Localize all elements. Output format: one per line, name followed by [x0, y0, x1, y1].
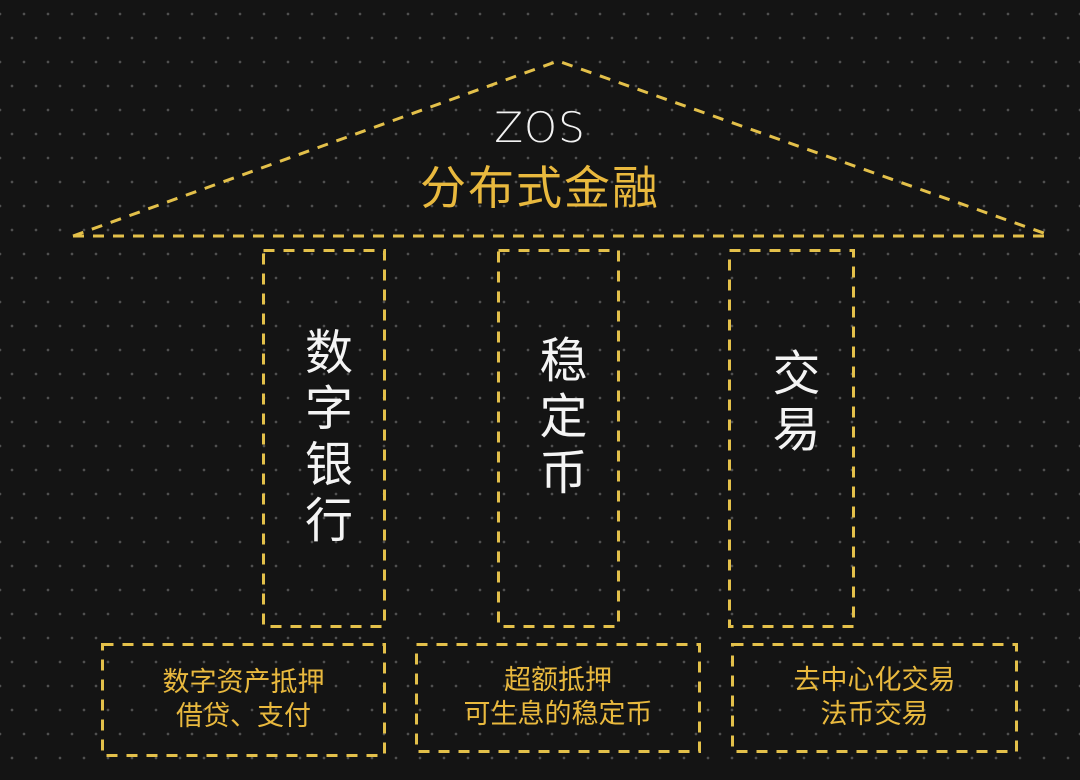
- foundation-box-exchange: 去中心化交易 法币交易: [731, 643, 1018, 753]
- pillar-stablecoin: 稳定币: [497, 249, 620, 628]
- foundation-line: 超额抵押: [504, 665, 612, 696]
- foundation-line: 法币交易: [820, 699, 929, 730]
- pillar-trading: 交易: [728, 249, 855, 628]
- roof-title: ZOS: [494, 103, 586, 152]
- foundation-line: 借贷、支付: [176, 701, 311, 732]
- foundation-box-stablecoin: 超额抵押 可生息的稳定币: [415, 643, 701, 753]
- pillar-label: 交易: [763, 347, 820, 460]
- foundation-line: 可生息的稳定币: [463, 699, 653, 730]
- foundation-box-lending: 数字资产抵押 借贷、支付: [101, 643, 386, 757]
- foundation-line: 去中心化交易: [793, 665, 956, 696]
- pillar-digital-bank: 数字银行: [262, 249, 386, 628]
- pillar-label: 稳定币: [530, 334, 587, 503]
- foundation-line: 数字资产抵押: [162, 667, 325, 698]
- roof-subtitle: 分布式金融: [420, 161, 660, 215]
- pillar-label: 数字银行: [296, 326, 352, 551]
